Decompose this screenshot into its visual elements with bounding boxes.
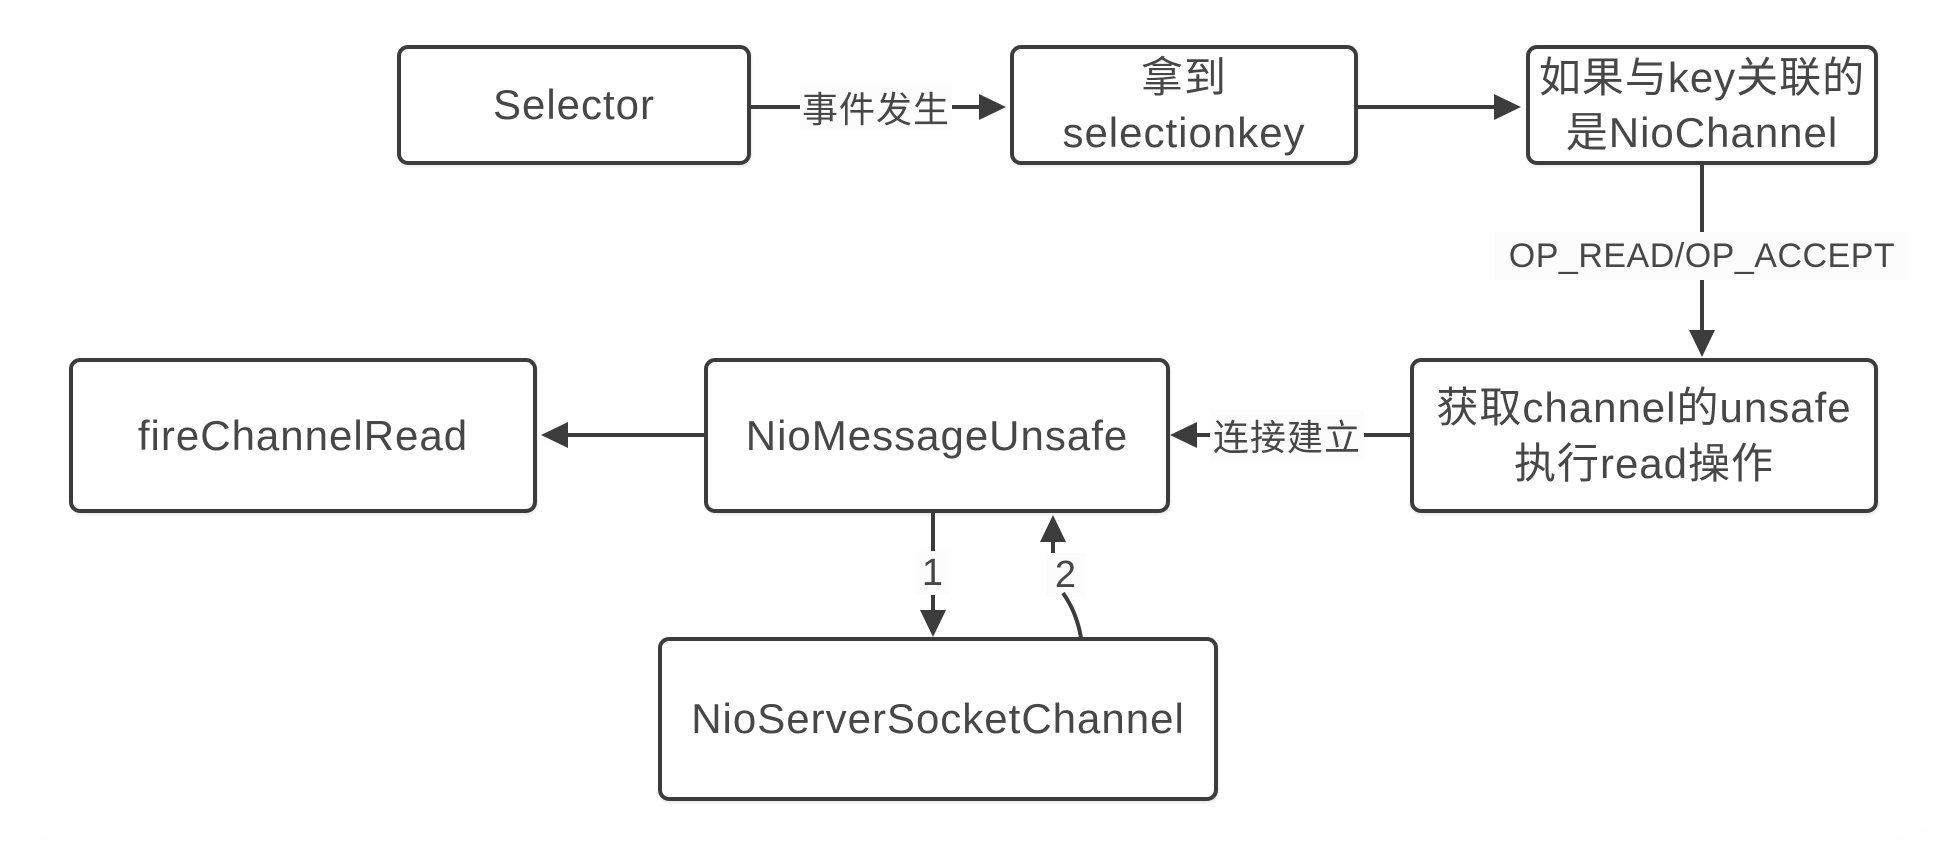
edge-step1-arrowhead-icon [920, 610, 946, 637]
node-nio-server-socket-channel: NioServerSocketChannel [658, 637, 1218, 801]
node-get-unsafe-read: 获取channel的unsafe 执行read操作 [1410, 358, 1878, 513]
edge-label-event-occurs: 事件发生 [800, 84, 952, 130]
node-selector: Selector [397, 45, 751, 165]
edge-label-op-read-accept: OP_READ/OP_ACCEPT [1494, 232, 1910, 280]
edge-selectionkey-to-niochannel-arrowhead-icon [1494, 94, 1521, 120]
edge-label-step1: 1 [916, 551, 950, 595]
node-niochannel-check: 如果与key关联的 是NioChannel [1526, 45, 1878, 165]
edge-step2-stem-line [1051, 541, 1055, 555]
node-fire-channel-read: fireChannelRead [69, 358, 537, 513]
edge-unsafe-to-firechannelread-line [565, 433, 704, 437]
edge-event-occurs-arrowhead-icon [979, 94, 1006, 120]
edge-unsafe-to-firechannelread-arrowhead-icon [541, 422, 568, 448]
node-get-selectionkey: 拿到 selectionkey [1010, 45, 1358, 165]
edge-selectionkey-to-niochannel-line [1358, 105, 1496, 109]
node-nio-message-unsafe: NioMessageUnsafe [704, 358, 1170, 513]
edge-label-connection-established: 连接建立 [1210, 410, 1364, 460]
edge-label-step2: 2 [1046, 553, 1086, 597]
edge-step2-curve-line [1061, 591, 1083, 639]
edge-op-read-accept-arrowhead-icon [1689, 330, 1715, 357]
edge-step2-arrowhead-icon [1040, 515, 1066, 542]
edge-connection-established-arrowhead-icon [1170, 422, 1197, 448]
